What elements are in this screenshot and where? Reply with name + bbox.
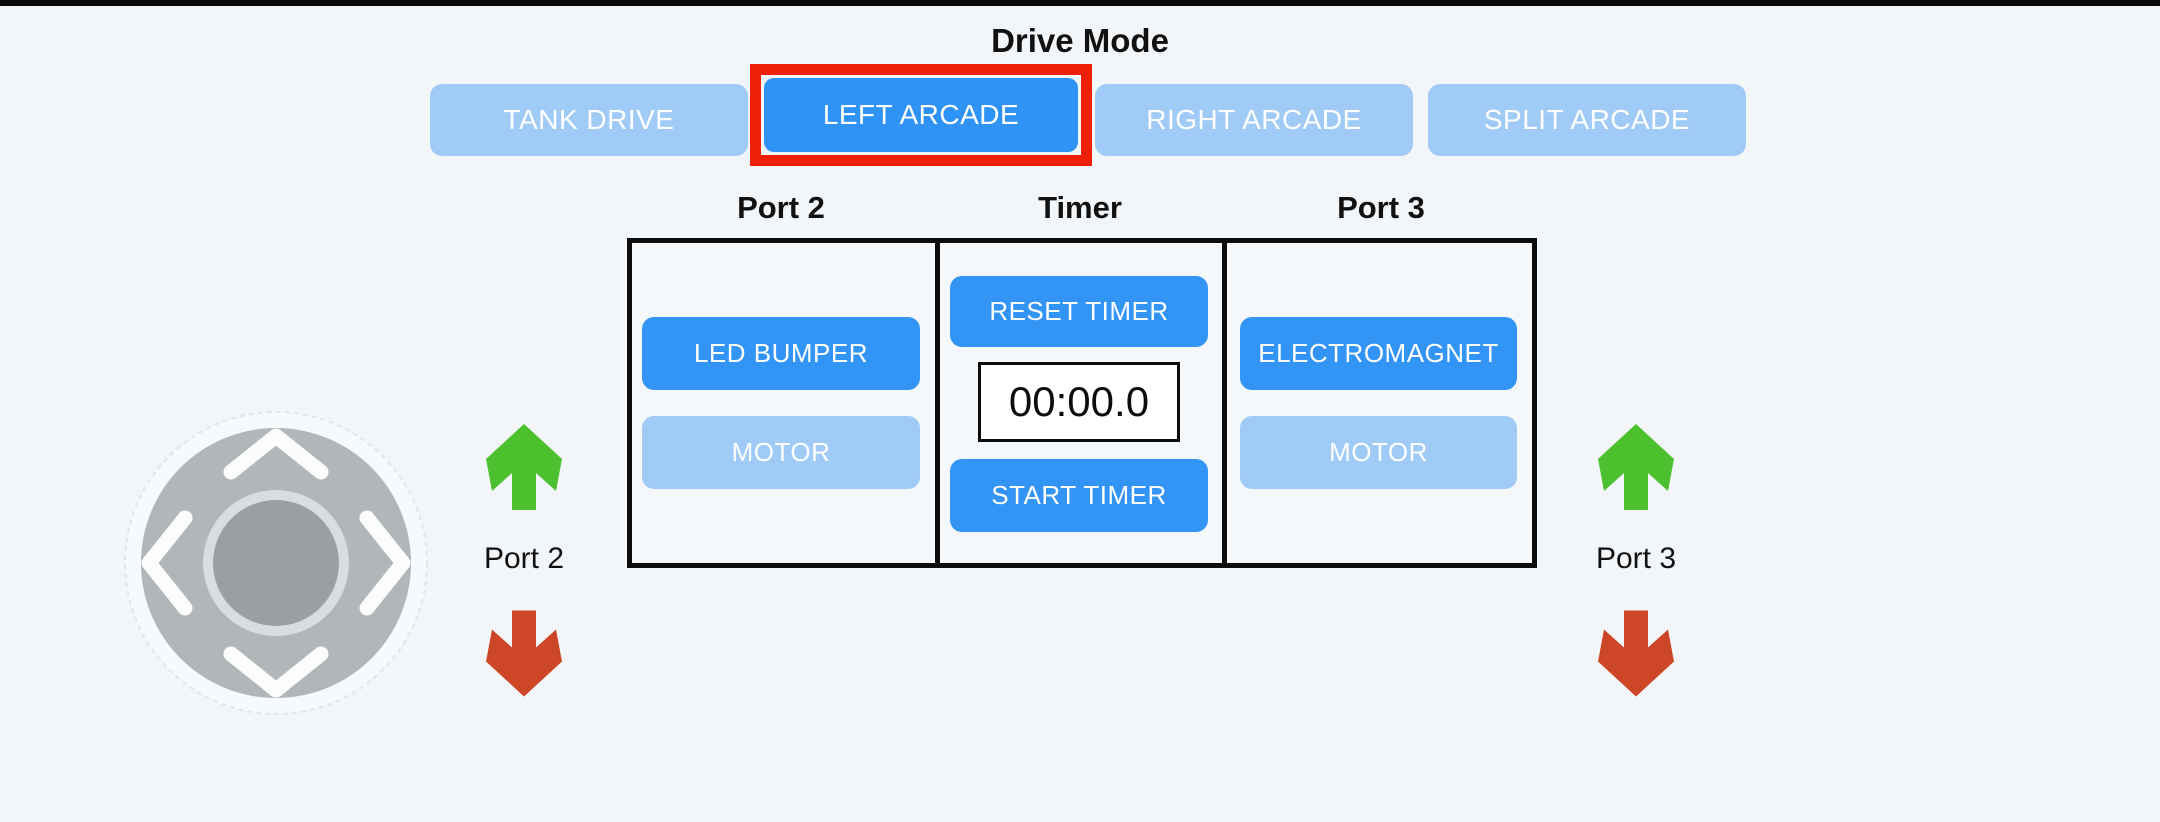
start-timer-button[interactable]: START TIMER xyxy=(950,459,1208,532)
drive-mode-title: Drive Mode xyxy=(991,22,1169,59)
port3-side-label: Port 3 xyxy=(1595,542,1677,575)
chevron-up-icon xyxy=(223,428,329,480)
electromagnet-button[interactable]: ELECTROMAGNET xyxy=(1240,317,1517,390)
port2-header: Port 2 xyxy=(737,190,825,225)
top-border-bar xyxy=(0,0,2160,6)
port2-side-label: Port 2 xyxy=(483,542,565,575)
led-bumper-button[interactable]: LED BUMPER xyxy=(642,317,920,390)
port2-down-button[interactable] xyxy=(486,610,562,700)
port3-header: Port 3 xyxy=(1337,190,1425,225)
timer-header: Timer xyxy=(1038,190,1122,225)
port3-up-button[interactable] xyxy=(1598,424,1674,513)
chevron-right-icon xyxy=(359,510,411,616)
dpad-thumbstick-icon xyxy=(124,411,428,715)
motor-port3-button[interactable]: MOTOR xyxy=(1240,416,1517,489)
joystick-knob[interactable] xyxy=(213,500,339,626)
down-arrow-icon xyxy=(1598,610,1674,697)
left-arcade-button[interactable]: LEFT ARCADE xyxy=(764,78,1078,152)
up-arrow-icon xyxy=(486,424,562,510)
port3-down-button[interactable] xyxy=(1598,610,1674,700)
chevron-down-icon xyxy=(223,646,329,698)
selected-mode-indicator: LEFT ARCADE xyxy=(750,64,1092,166)
panel-divider xyxy=(1222,238,1227,568)
split-arcade-button[interactable]: SPLIT ARCADE xyxy=(1428,84,1746,156)
chevron-left-icon xyxy=(141,510,193,616)
up-arrow-icon xyxy=(1598,424,1674,510)
right-arcade-button[interactable]: RIGHT ARCADE xyxy=(1095,84,1413,156)
joystick[interactable] xyxy=(123,410,429,716)
reset-timer-button[interactable]: RESET TIMER xyxy=(950,276,1208,347)
timer-display: 00:00.0 xyxy=(978,362,1180,442)
motor-port2-button[interactable]: MOTOR xyxy=(642,416,920,489)
tank-drive-button[interactable]: TANK DRIVE xyxy=(430,84,748,156)
down-arrow-icon xyxy=(486,610,562,697)
panel-divider xyxy=(935,238,940,568)
port2-up-button[interactable] xyxy=(486,424,562,513)
